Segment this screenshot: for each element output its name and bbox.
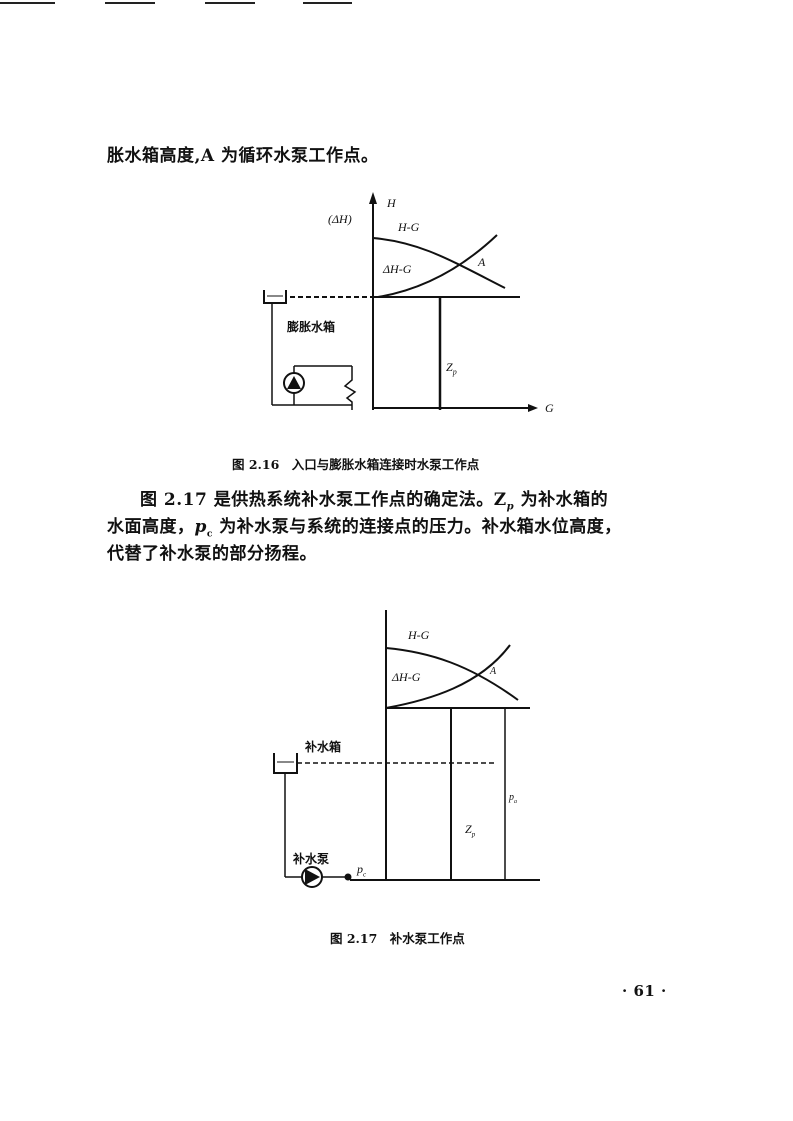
curve-label: H-G	[408, 628, 430, 642]
radiator-icon	[343, 366, 357, 410]
tank-label: 补水箱	[305, 740, 342, 754]
pump-label: 补水泵	[293, 852, 330, 866]
curve-label: ΔH-G	[392, 670, 421, 684]
header-rule	[105, 2, 155, 4]
y-axis-arrow	[369, 192, 377, 204]
height-label: Zp	[465, 822, 476, 839]
pump-icon	[283, 372, 305, 394]
connection-point	[344, 873, 352, 881]
header-rule	[0, 2, 55, 4]
pump-icon	[301, 866, 323, 888]
header-rule	[303, 2, 352, 4]
y-axis-label: H	[387, 196, 396, 210]
paragraph-line: 代替了补水泵的部分扬程。	[107, 544, 317, 564]
point-label: A	[490, 666, 497, 677]
header-rule	[205, 2, 255, 4]
paragraph-line: 水面高度，pc 为补水泵与系统的连接点的压力。补水箱水位高度，	[107, 517, 622, 540]
y-axis-label-2: (ΔH)	[328, 212, 352, 226]
tank-label: 膨胀水箱	[287, 320, 336, 334]
point-label: A	[478, 255, 486, 269]
pressure-label: pc	[357, 862, 367, 879]
makeup-tank-icon	[273, 753, 298, 774]
paragraph-line: 图 2.17 是供热系统补水泵工作点的确定法。Zp 为补水箱的	[140, 490, 609, 513]
paragraph-line: 胀水箱高度,A 为循环水泵工作点。	[107, 146, 379, 166]
curve-label: H-G	[398, 220, 420, 234]
x-axis-arrow	[528, 404, 538, 412]
expansion-tank-icon	[263, 290, 287, 304]
x-axis-label: G	[545, 401, 554, 415]
curve-label: ΔH-G	[383, 262, 412, 276]
page-number: · 61 ·	[622, 982, 667, 1000]
height-label: Zp	[446, 360, 457, 377]
figure-caption: 图 2.17 补水泵工作点	[330, 931, 465, 946]
figure-caption: 图 2.16 入口与膨胀水箱连接时水泵工作点	[232, 457, 480, 472]
pressure-label: pa	[509, 792, 517, 805]
